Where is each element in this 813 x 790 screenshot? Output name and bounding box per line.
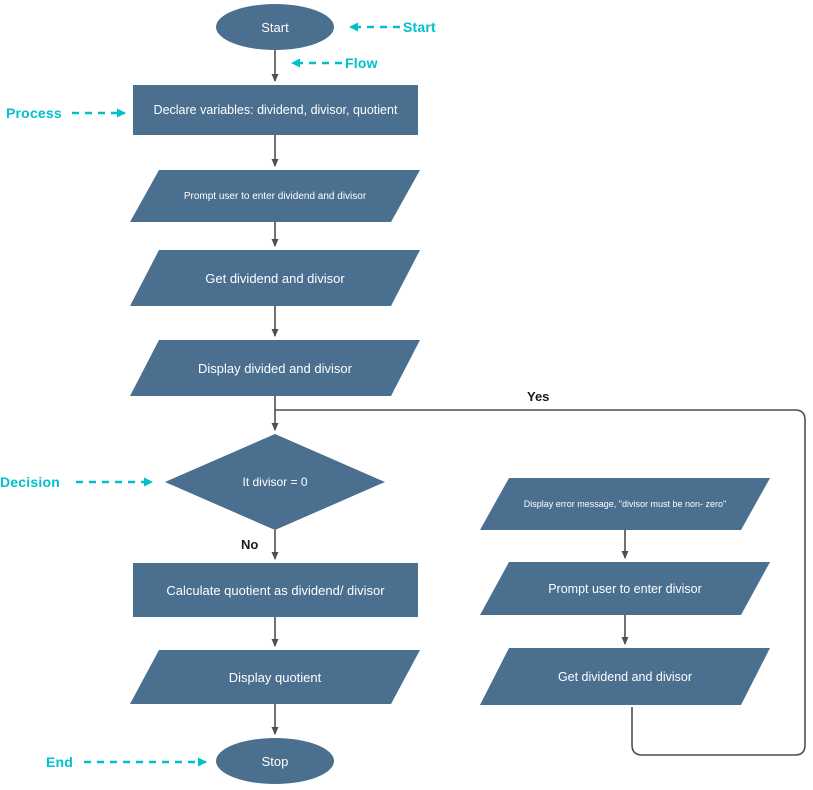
node-start-label: Start bbox=[261, 19, 289, 35]
node-prompt-enter-divisor-label: Prompt user to enter divisor bbox=[548, 581, 702, 596]
node-declare-variables[interactable]: Declare variables: dividend, divisor, qu… bbox=[133, 85, 418, 135]
annotation-label-end[interactable]: End bbox=[46, 754, 74, 770]
branch-label-yes: Yes bbox=[527, 389, 550, 404]
node-display-error-message[interactable]: Display error message, "divisor must be … bbox=[480, 478, 770, 530]
node-stop[interactable]: Stop bbox=[216, 738, 334, 784]
node-calculate-quotient-label: Calculate quotient as dividend/ divisor bbox=[166, 582, 385, 598]
annotation-label-start[interactable]: Start bbox=[403, 19, 436, 35]
node-get-dividend-divisor[interactable]: Get dividend and divisor bbox=[130, 250, 420, 306]
node-display-quotient[interactable]: Display quotient bbox=[130, 650, 420, 704]
node-stop-label: Stop bbox=[261, 753, 289, 769]
node-display-dividend-divisor-label: Display divided and divisor bbox=[198, 360, 352, 376]
node-display-error-message-label: Display error message, "divisor must be … bbox=[523, 499, 727, 509]
node-get-dividend-divisor-label: Get dividend and divisor bbox=[205, 270, 345, 286]
node-calculate-quotient[interactable]: Calculate quotient as dividend/ divisor bbox=[133, 563, 418, 617]
yes-loop-connector bbox=[275, 409, 806, 756]
node-decision-divisor-zero-label: It divisor = 0 bbox=[242, 475, 308, 489]
annotation-label-process[interactable]: Process bbox=[6, 105, 62, 121]
node-declare-variables-label: Declare variables: dividend, divisor, qu… bbox=[153, 103, 398, 117]
node-prompt-dividend-divisor[interactable]: Prompt user to enter dividend and diviso… bbox=[130, 170, 420, 222]
node-prompt-enter-divisor[interactable]: Prompt user to enter divisor bbox=[480, 562, 770, 615]
annotation-label-decision[interactable]: Decision bbox=[0, 474, 60, 490]
node-get-dividend-divisor-retry[interactable]: Get dividend and divisor bbox=[480, 648, 770, 705]
annotation-label-flow[interactable]: Flow bbox=[345, 55, 378, 71]
node-display-dividend-divisor[interactable]: Display divided and divisor bbox=[130, 340, 420, 396]
node-get-dividend-divisor-retry-label: Get dividend and divisor bbox=[557, 669, 693, 684]
node-prompt-dividend-divisor-label: Prompt user to enter dividend and diviso… bbox=[183, 190, 367, 202]
branch-label-no: No bbox=[241, 537, 259, 552]
node-start[interactable]: Start bbox=[216, 4, 334, 50]
node-display-quotient-label: Display quotient bbox=[228, 669, 322, 685]
